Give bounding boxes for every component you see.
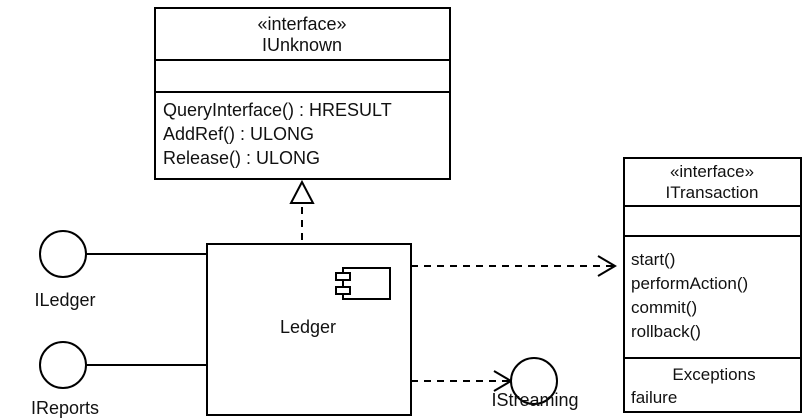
ireports-label: IReports (31, 398, 99, 418)
itransaction-exceptions-header: Exceptions (672, 365, 755, 384)
itransaction-operation: start() (631, 250, 675, 269)
iunknown-frame (154, 7, 451, 180)
realization-arrowhead (289, 179, 315, 204)
ireports-circle (39, 341, 87, 389)
iunknown-operation: AddRef() : ULONG (163, 124, 314, 144)
itransaction-stereotype: «interface» (670, 162, 754, 181)
ledger-name: Ledger (280, 317, 336, 337)
lollipop-ireports[interactable]: IReports (31, 341, 207, 418)
ledger-component[interactable]: Ledger (206, 243, 412, 416)
iunknown-name: IUnknown (262, 35, 342, 55)
iunknown-stereotype: «interface» (257, 14, 346, 34)
itransaction-operation: performAction() (631, 274, 748, 293)
itransaction-operation: rollback() (631, 322, 701, 341)
iunknown-interface-box[interactable]: «interface» IUnknown QueryInterface() : … (154, 7, 451, 180)
iunknown-operation: Release() : ULONG (163, 148, 320, 168)
istreaming-label: IStreaming (491, 390, 578, 410)
itransaction-arrowhead (597, 255, 617, 277)
itransaction-exception: failure (631, 388, 677, 407)
istreaming-dependency[interactable]: IStreaming (411, 357, 579, 410)
component-icon (335, 267, 391, 300)
itransaction-interface-box[interactable]: «interface» ITransaction start() perform… (623, 157, 802, 413)
iledger-circle (39, 230, 87, 278)
iledger-label: ILedger (34, 290, 95, 310)
iunknown-operation: QueryInterface() : HRESULT (163, 100, 392, 120)
itransaction-frame (623, 157, 802, 413)
itransaction-name: ITransaction (666, 183, 759, 202)
lollipop-iledger[interactable]: ILedger (34, 230, 207, 310)
istreaming-circle (510, 357, 558, 405)
itransaction-operation: commit() (631, 298, 697, 317)
